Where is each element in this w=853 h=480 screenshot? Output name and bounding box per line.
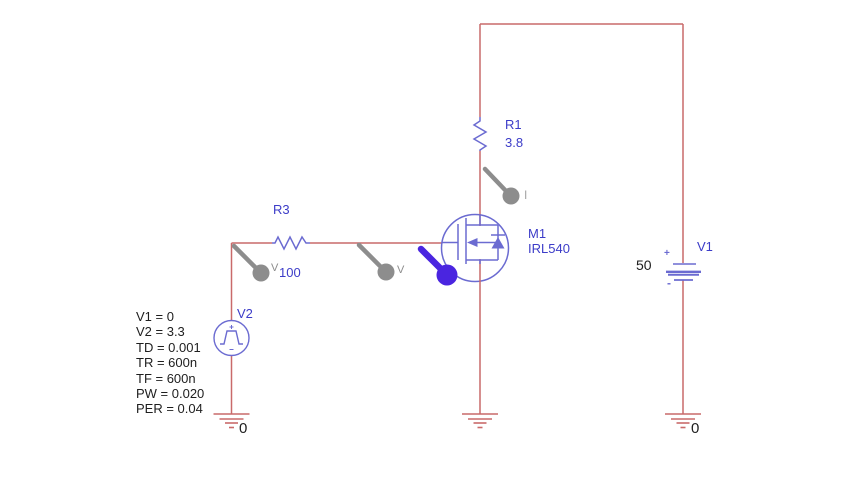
param-line[interactable]: TD = 0.001 — [136, 339, 201, 355]
dc-source-v1-symbol[interactable] — [666, 263, 701, 281]
probe-tip-icon — [502, 187, 520, 205]
v1-plus-mark: + — [664, 248, 670, 259]
param-line[interactable]: TR = 600n — [136, 355, 198, 371]
ground-symbol-right[interactable] — [665, 413, 701, 429]
param-line[interactable]: V2 = 3.3 — [136, 324, 185, 340]
v1-minus-mark: - — [667, 276, 671, 290]
wires[interactable] — [230, 23, 684, 414]
voltage-probe-gate-corner[interactable] — [231, 243, 270, 282]
m1-name-label[interactable]: M1 — [528, 226, 547, 241]
bulk-arrow-icon — [467, 238, 478, 247]
probe-tip-icon — [436, 264, 458, 286]
param-line[interactable]: V1 = 0 — [136, 309, 174, 324]
v2-name-label[interactable]: V2 — [237, 306, 253, 321]
plus-mark-icon — [229, 325, 234, 329]
pulse-waveform-icon — [220, 330, 243, 345]
probe-i-label: I — [524, 188, 528, 202]
v1-value-label[interactable]: 50 — [636, 257, 652, 273]
m1-model-label[interactable]: IRL540 — [528, 241, 570, 256]
probe-tip-icon — [377, 263, 395, 281]
voltage-probe-gate-selected[interactable] — [417, 245, 458, 286]
body-diode-icon — [491, 237, 505, 249]
mosfet-m1-symbol[interactable] — [440, 213, 510, 283]
v2-parameter-block[interactable]: V1 = 0 V2 = 3.3 TD = 0.001 TR = 600n TF … — [136, 309, 204, 417]
param-line[interactable]: TF = 600n — [136, 370, 196, 386]
voltage-probe-gate-mid[interactable] — [356, 242, 395, 281]
ground-symbol-middle[interactable] — [462, 413, 498, 429]
ground-symbol-left[interactable] — [213, 413, 250, 429]
r1-value-label[interactable]: 3.8 — [505, 135, 524, 150]
r3-name-label[interactable]: R3 — [273, 202, 290, 217]
v1-name-label[interactable]: V1 — [697, 239, 713, 254]
probe-v-label-left: V — [271, 262, 279, 274]
r1-name-label[interactable]: R1 — [505, 117, 522, 132]
current-probe-drain[interactable] — [482, 166, 520, 205]
ground-net-label-left[interactable]: 0 — [239, 420, 248, 437]
param-line[interactable]: PW = 0.020 — [136, 385, 205, 401]
probe-v-label-mid: V — [397, 264, 405, 276]
probe-tip-icon — [252, 264, 270, 282]
resistor-r3-symbol[interactable] — [272, 235, 310, 251]
ground-net-label-right[interactable]: 0 — [691, 420, 700, 437]
param-line[interactable]: PER = 0.04 — [136, 401, 203, 417]
r3-value-label[interactable]: 100 — [279, 265, 301, 280]
resistor-r1-symbol[interactable] — [472, 117, 488, 151]
pulse-source-v2-symbol[interactable] — [213, 319, 250, 357]
